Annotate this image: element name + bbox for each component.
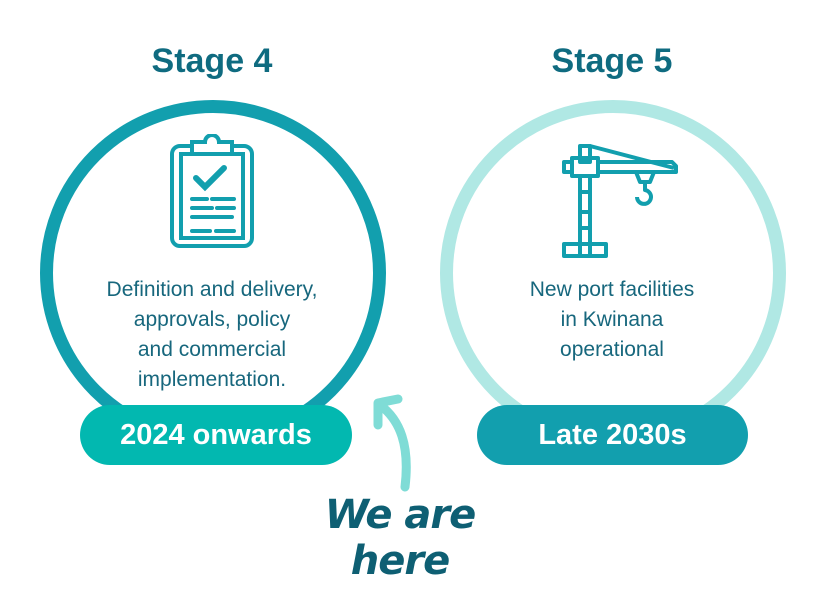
stage-5-description: New port facilities in Kwinana operation…: [462, 275, 762, 365]
stage-4-period-badge: 2024 onwards: [80, 405, 352, 465]
stage-4-title: Stage 4: [151, 42, 273, 80]
description-line: approvals, policy: [133, 308, 291, 331]
description-line: New port facilities: [529, 278, 695, 301]
stage-5-period-badge: Late 2030s: [477, 405, 748, 465]
curved-arrow-icon: [373, 394, 411, 492]
we-are-here-label: We are here: [324, 492, 476, 584]
description-line: operational: [560, 338, 664, 361]
crane-icon: [562, 144, 678, 258]
description-line: and commercial: [137, 338, 287, 361]
description-line: in Kwinana: [560, 308, 664, 331]
stage-4-description: Definition and delivery, approvals, poli…: [62, 275, 362, 395]
stage-5-title: Stage 5: [551, 42, 673, 80]
clipboard-check-icon: [170, 134, 254, 248]
description-line: Definition and delivery,: [106, 278, 318, 301]
description-line: implementation.: [137, 368, 287, 391]
